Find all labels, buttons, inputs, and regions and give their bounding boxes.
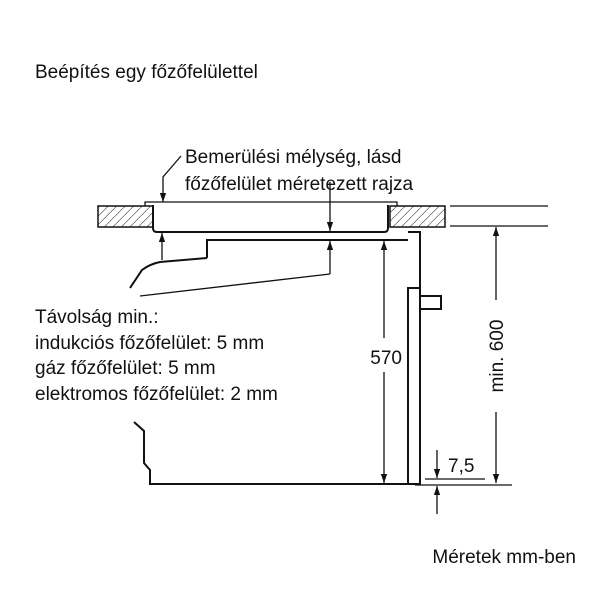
depth-label-line2: főzőfelület méretezett rajza [185, 174, 414, 195]
distance-label-line2: indukciós főzőfelület: 5 mm [35, 333, 264, 354]
dim-570-label: 570 [370, 348, 402, 369]
distance-leader-curve [129, 257, 208, 289]
units-note: Méretek mm-ben [432, 547, 576, 568]
countertop-left [97, 205, 154, 228]
countertop-right [389, 205, 446, 228]
distance-label-line1: Távolság min.: [35, 307, 159, 328]
dim-600-label: min. 600 [487, 320, 508, 393]
oven-knob [420, 295, 442, 310]
oven-front-panel [407, 231, 421, 485]
distance-label-line4: elektromos főzőfelület: 2 mm [35, 384, 278, 405]
distance-label-line3: gáz főzőfelület: 5 mm [35, 358, 216, 379]
depth-leader-arrow [159, 155, 182, 202]
depth-label-line1: Bemerülési mélység, lásd [185, 147, 401, 168]
diagram-title: Beépítés egy főzőfelülettel [35, 62, 258, 83]
oven-bottom [133, 421, 408, 485]
dim-75-label: 7,5 [448, 456, 474, 477]
hob-lip [144, 201, 398, 206]
hob-body [152, 205, 389, 233]
oven-top [206, 239, 408, 258]
distance-leader-line [139, 273, 331, 297]
